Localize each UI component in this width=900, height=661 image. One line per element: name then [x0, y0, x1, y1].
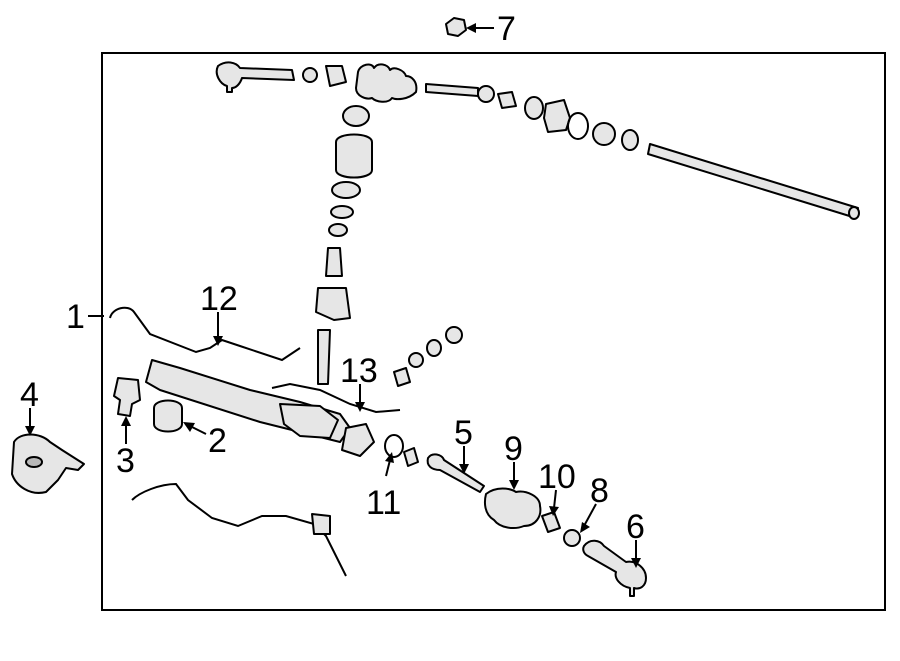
pinion-cap	[342, 105, 370, 127]
clamp-upper-2	[497, 91, 517, 109]
mount-bracket	[113, 377, 141, 417]
callout-9: 9	[504, 430, 523, 468]
callout-labels: 7 1 12 13 4 3 2 11 5 9 10 8 6	[20, 10, 645, 546]
ring-upper	[524, 96, 544, 120]
boot-upper	[355, 63, 418, 103]
pinion-bearing	[331, 181, 361, 199]
small-rings	[393, 326, 463, 387]
bushing-upper	[592, 122, 616, 146]
callout-6: 6	[626, 508, 645, 546]
o-ring-upper	[567, 112, 589, 140]
rack-housing	[113, 359, 375, 457]
jam-nut-upper	[302, 67, 318, 83]
upper-assembly-parts	[215, 61, 860, 220]
mount-bushing	[153, 399, 183, 433]
inner-socket-upper	[477, 85, 495, 103]
clamp-10	[541, 511, 561, 533]
heat-shield-4	[11, 433, 85, 494]
inner-tie-rod-upper	[425, 83, 479, 97]
pinion-seal	[328, 223, 348, 237]
boot-9	[484, 487, 542, 529]
callout-8: 8	[590, 472, 609, 510]
callout-2: 2	[208, 422, 227, 460]
callout-4: 4	[20, 376, 39, 414]
valve-housing	[315, 287, 351, 321]
pinion-washer	[330, 205, 354, 219]
pinion-shaft-small	[325, 247, 343, 277]
callout-3: 3	[116, 442, 135, 480]
clamp-upper	[325, 65, 347, 87]
callout-13: 13	[340, 352, 378, 390]
housing-end-fitting	[341, 423, 375, 457]
housing-mount-upper	[543, 99, 571, 133]
pinion-stack	[315, 105, 373, 385]
diagram-frame	[101, 52, 886, 611]
callout-5: 5	[454, 414, 473, 452]
jam-nut-8	[563, 529, 581, 547]
callout-10: 10	[538, 458, 576, 496]
line-12	[109, 306, 301, 362]
inner-tie-rod-5	[426, 453, 485, 493]
seal-upper	[621, 129, 639, 151]
lower-tie-rod-parts	[384, 434, 647, 597]
pinion-housing-cover	[335, 133, 373, 179]
leader-lines	[25, 23, 641, 568]
callout-12: 12	[200, 280, 238, 318]
rack-shaft	[647, 143, 859, 219]
lower-line	[131, 482, 347, 577]
pinion-shaft	[317, 329, 331, 385]
lower-line-fitting	[311, 513, 331, 535]
housing-valve-end	[279, 403, 339, 439]
heat-shield-hole	[25, 456, 43, 468]
callout-7: 7	[497, 10, 516, 48]
callout-1: 1	[66, 298, 85, 336]
callout-11: 11	[366, 484, 401, 522]
rack-shaft-end	[848, 206, 860, 220]
ring-11	[384, 434, 404, 458]
hydraulic-lines	[109, 306, 401, 577]
line-13	[271, 382, 401, 414]
nut-7	[445, 17, 467, 37]
outer-tie-rod-end-6	[582, 539, 647, 597]
outer-tie-rod-end-upper	[215, 61, 295, 93]
